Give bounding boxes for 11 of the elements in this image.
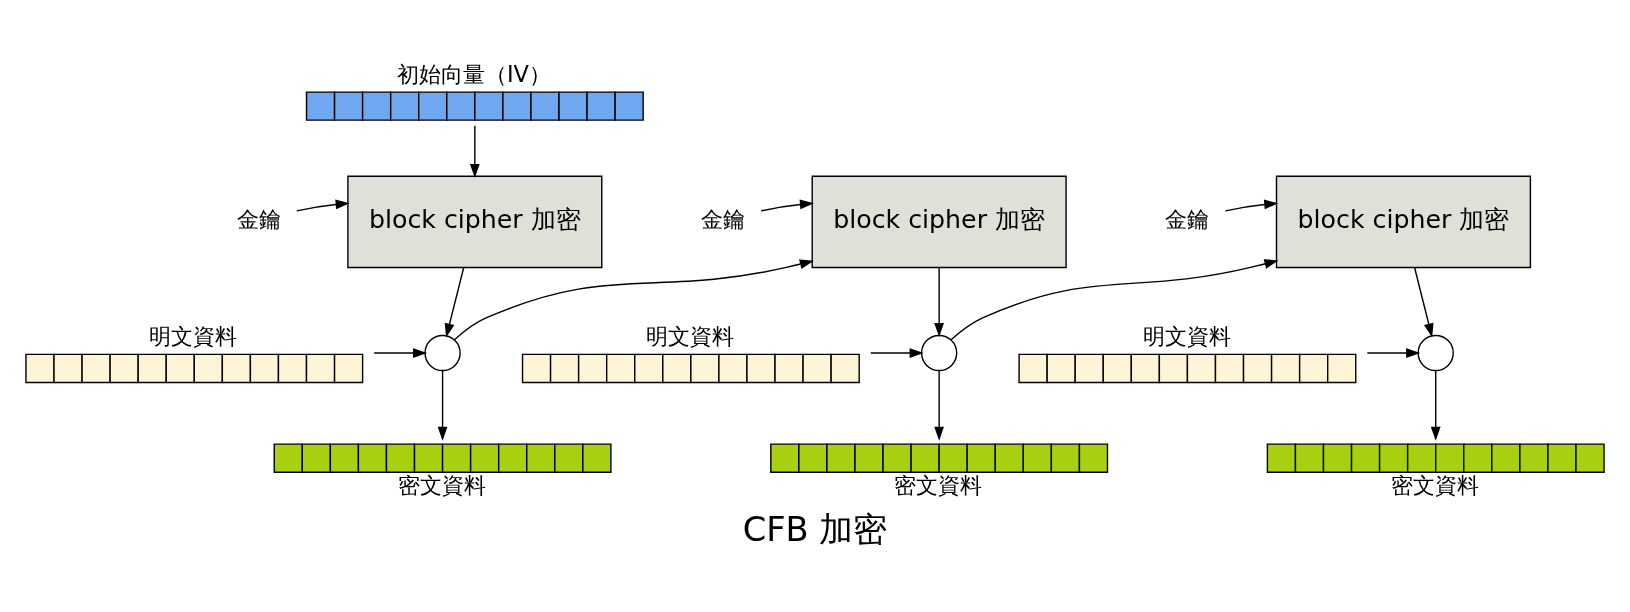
node-text: 金鑰 xyxy=(236,206,281,233)
diagram-title: CFB 加密 xyxy=(742,510,888,550)
node-label: 密文資料 xyxy=(1390,471,1479,498)
node-label: 明文資料 xyxy=(645,323,734,350)
node-label: 初始向量（IV） xyxy=(396,60,551,87)
node-text: 金鑰 xyxy=(701,206,746,233)
node-label: 密文資料 xyxy=(894,471,983,498)
node-label: 明文資料 xyxy=(1142,323,1231,350)
node-label: 密文資料 xyxy=(397,471,486,498)
node-label: 明文資料 xyxy=(149,323,238,350)
node-text: 金鑰 xyxy=(1165,206,1210,233)
